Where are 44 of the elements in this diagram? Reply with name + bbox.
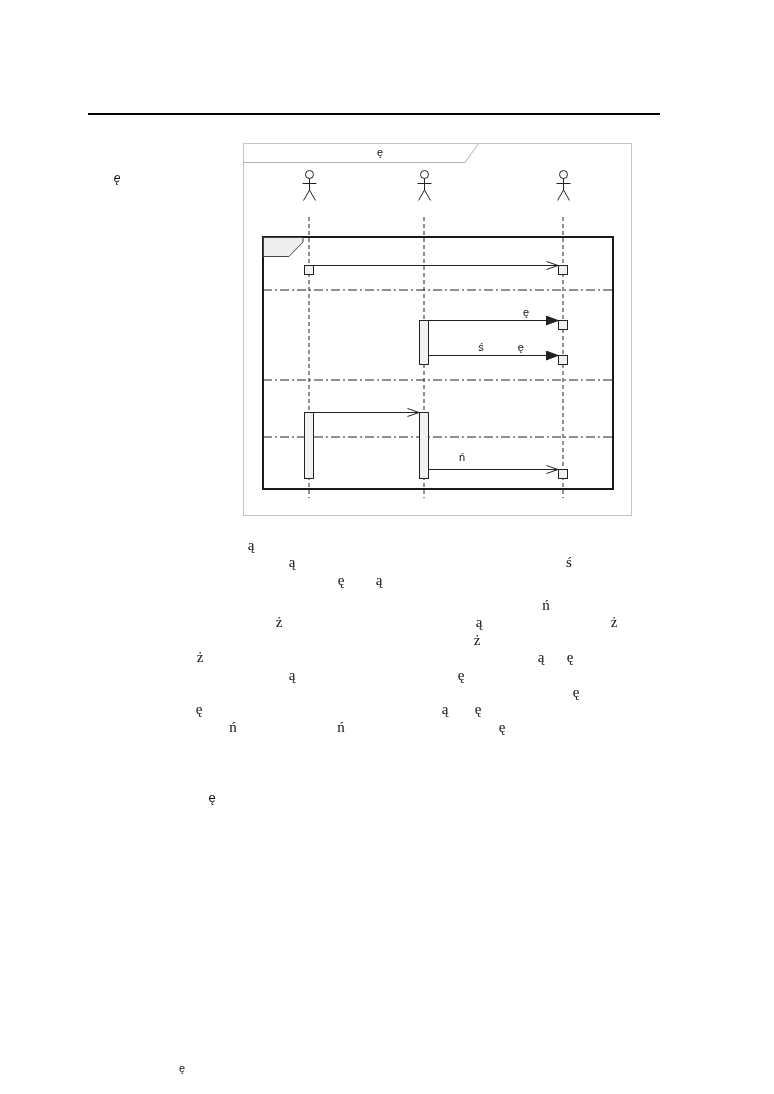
body-text: ż [196,649,204,665]
body-text: ś [566,554,572,570]
activation-square [558,265,568,275]
margin-note: ę [113,172,121,184]
body-text: ą [288,667,296,683]
body-text: ą [288,554,296,570]
message-arrow [428,350,559,361]
message-arrow [428,465,559,474]
body-text: ń [542,597,550,613]
body-text: ę [208,790,216,804]
body-text: ę [474,701,482,717]
body-text: ę [566,649,574,665]
body-text: ą [375,572,383,588]
activation-bar [419,320,429,365]
body-text: ą [441,701,449,717]
page-number: ę [178,1062,186,1074]
body-text: ę [195,701,203,717]
body-text: ż [610,614,618,630]
body-text: ą [537,649,545,665]
message-arrow [313,261,559,270]
body-text: ń [337,719,345,735]
message-arrow [428,315,559,326]
activation-bar [419,412,429,479]
frame-title: ę [376,146,384,158]
body-text: ę [337,572,345,588]
body-text: ę [457,667,465,683]
edge-label: ś ę [478,341,524,353]
body-text: ą [475,614,483,630]
activation-square [558,469,568,479]
activation-square [558,320,568,330]
body-text: ż [473,632,481,648]
edge-label: ń [458,451,466,463]
edge-label: ę [522,306,530,318]
message-arrow [313,408,420,417]
body-text: ę [572,684,580,700]
body-text: ę [498,719,506,735]
body-text: ą [247,537,255,553]
activation-square [558,355,568,365]
combined-fragment [262,236,614,490]
body-text: ń [229,719,237,735]
activation-bar [304,412,314,479]
activation-square [304,265,314,275]
body-text: ż [275,614,283,630]
diagram-frame [243,143,632,516]
